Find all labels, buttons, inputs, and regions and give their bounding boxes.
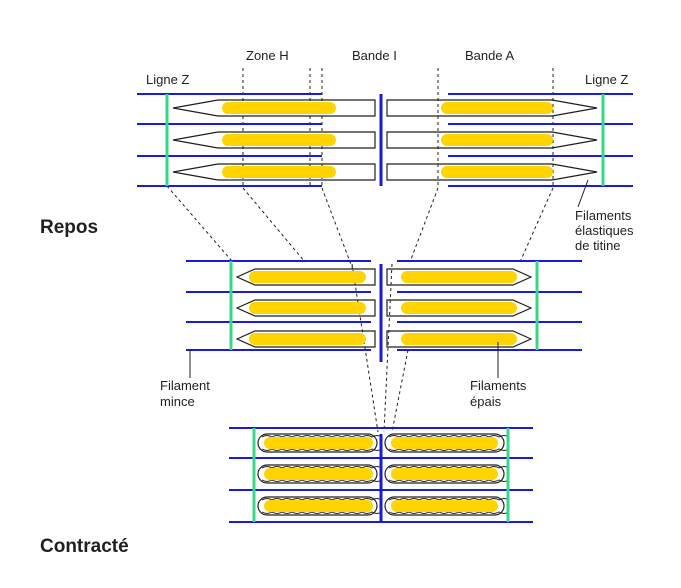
titin-outline: [386, 99, 598, 117]
ligne-z-left-label: Ligne Z: [146, 72, 189, 87]
sarcomere-contracted: [229, 427, 533, 523]
titin-wave: [261, 498, 383, 501]
titin-outline: [257, 464, 378, 484]
titin-label-line3: de titine: [575, 238, 621, 253]
zone-h-label: Zone H: [246, 48, 289, 63]
titin-outline: [235, 268, 376, 286]
thick-filament-label-line2: épais: [470, 394, 502, 409]
thick-filament: [391, 468, 498, 480]
titin-outline: [386, 299, 533, 317]
guide-line: [391, 349, 409, 433]
titin-wave: [388, 466, 510, 469]
titin-outline: [384, 433, 505, 453]
thin-filament-label-line1: Filament: [160, 378, 210, 393]
titin-wave: [261, 479, 383, 482]
titin-outline: [386, 330, 533, 348]
titin-outline: [386, 163, 598, 181]
thick-filament: [249, 271, 366, 283]
titin-wave: [388, 498, 510, 501]
dashed-guide-lines: [166, 68, 554, 433]
titin-label-line1: Filaments: [575, 208, 632, 223]
titin-outline: [384, 496, 505, 516]
titin-wave: [388, 448, 510, 451]
thick-filament-label-line1: Filaments: [470, 378, 527, 393]
rest-state-title: Repos: [40, 217, 98, 238]
titin-pointer: [577, 179, 589, 208]
guide-line: [242, 187, 306, 263]
thick-filament: [264, 468, 373, 480]
titin-wave: [261, 435, 383, 438]
thick-filament: [401, 302, 517, 314]
titin-wave: [388, 435, 510, 438]
titin-wave: [261, 448, 383, 451]
titin-wave: [388, 479, 510, 482]
guide-line: [409, 187, 439, 263]
titin-outline: [172, 131, 376, 149]
thick-filament: [391, 500, 498, 512]
thick-filament: [249, 333, 366, 345]
titin-outline: [386, 268, 533, 286]
sarcomere-rest: [137, 93, 633, 187]
thick-filament: [401, 271, 517, 283]
guide-line: [519, 187, 554, 263]
thick-filament: [222, 102, 336, 114]
guide-line: [383, 263, 393, 433]
titin-wave: [261, 511, 383, 514]
thick-filament: [441, 134, 553, 146]
titin-label-line2: élastiques: [575, 223, 634, 238]
thick-filament: [264, 437, 373, 449]
bande-i-label: Bande I: [352, 48, 397, 63]
titin-outline: [386, 131, 598, 149]
ligne-z-right-label: Ligne Z: [585, 72, 628, 87]
thick-filament: [441, 102, 553, 114]
titin-outline: [172, 163, 376, 181]
guide-line: [166, 185, 232, 261]
titin-wave: [388, 511, 510, 514]
titin-wave: [261, 466, 383, 469]
thick-filament: [441, 166, 553, 178]
thin-filament-label-line2: mince: [160, 394, 195, 409]
thick-filament: [249, 302, 366, 314]
thick-filament: [391, 437, 498, 449]
thick-filament: [222, 134, 336, 146]
guide-line: [351, 263, 379, 433]
titin-outline: [257, 433, 378, 453]
annotation-pointers: [189, 179, 589, 378]
sarcomere-intermediate: [186, 260, 582, 362]
titin-outline: [235, 299, 376, 317]
titin-outline: [172, 99, 376, 117]
titin-outline: [257, 496, 378, 516]
titin-outline: [384, 464, 505, 484]
thick-filament: [401, 333, 517, 345]
titin-outline: [235, 330, 376, 348]
bande-a-label: Bande A: [465, 48, 514, 63]
thick-filament: [222, 166, 336, 178]
contracted-state-title: Contracté: [40, 536, 129, 557]
thick-filament: [264, 500, 373, 512]
